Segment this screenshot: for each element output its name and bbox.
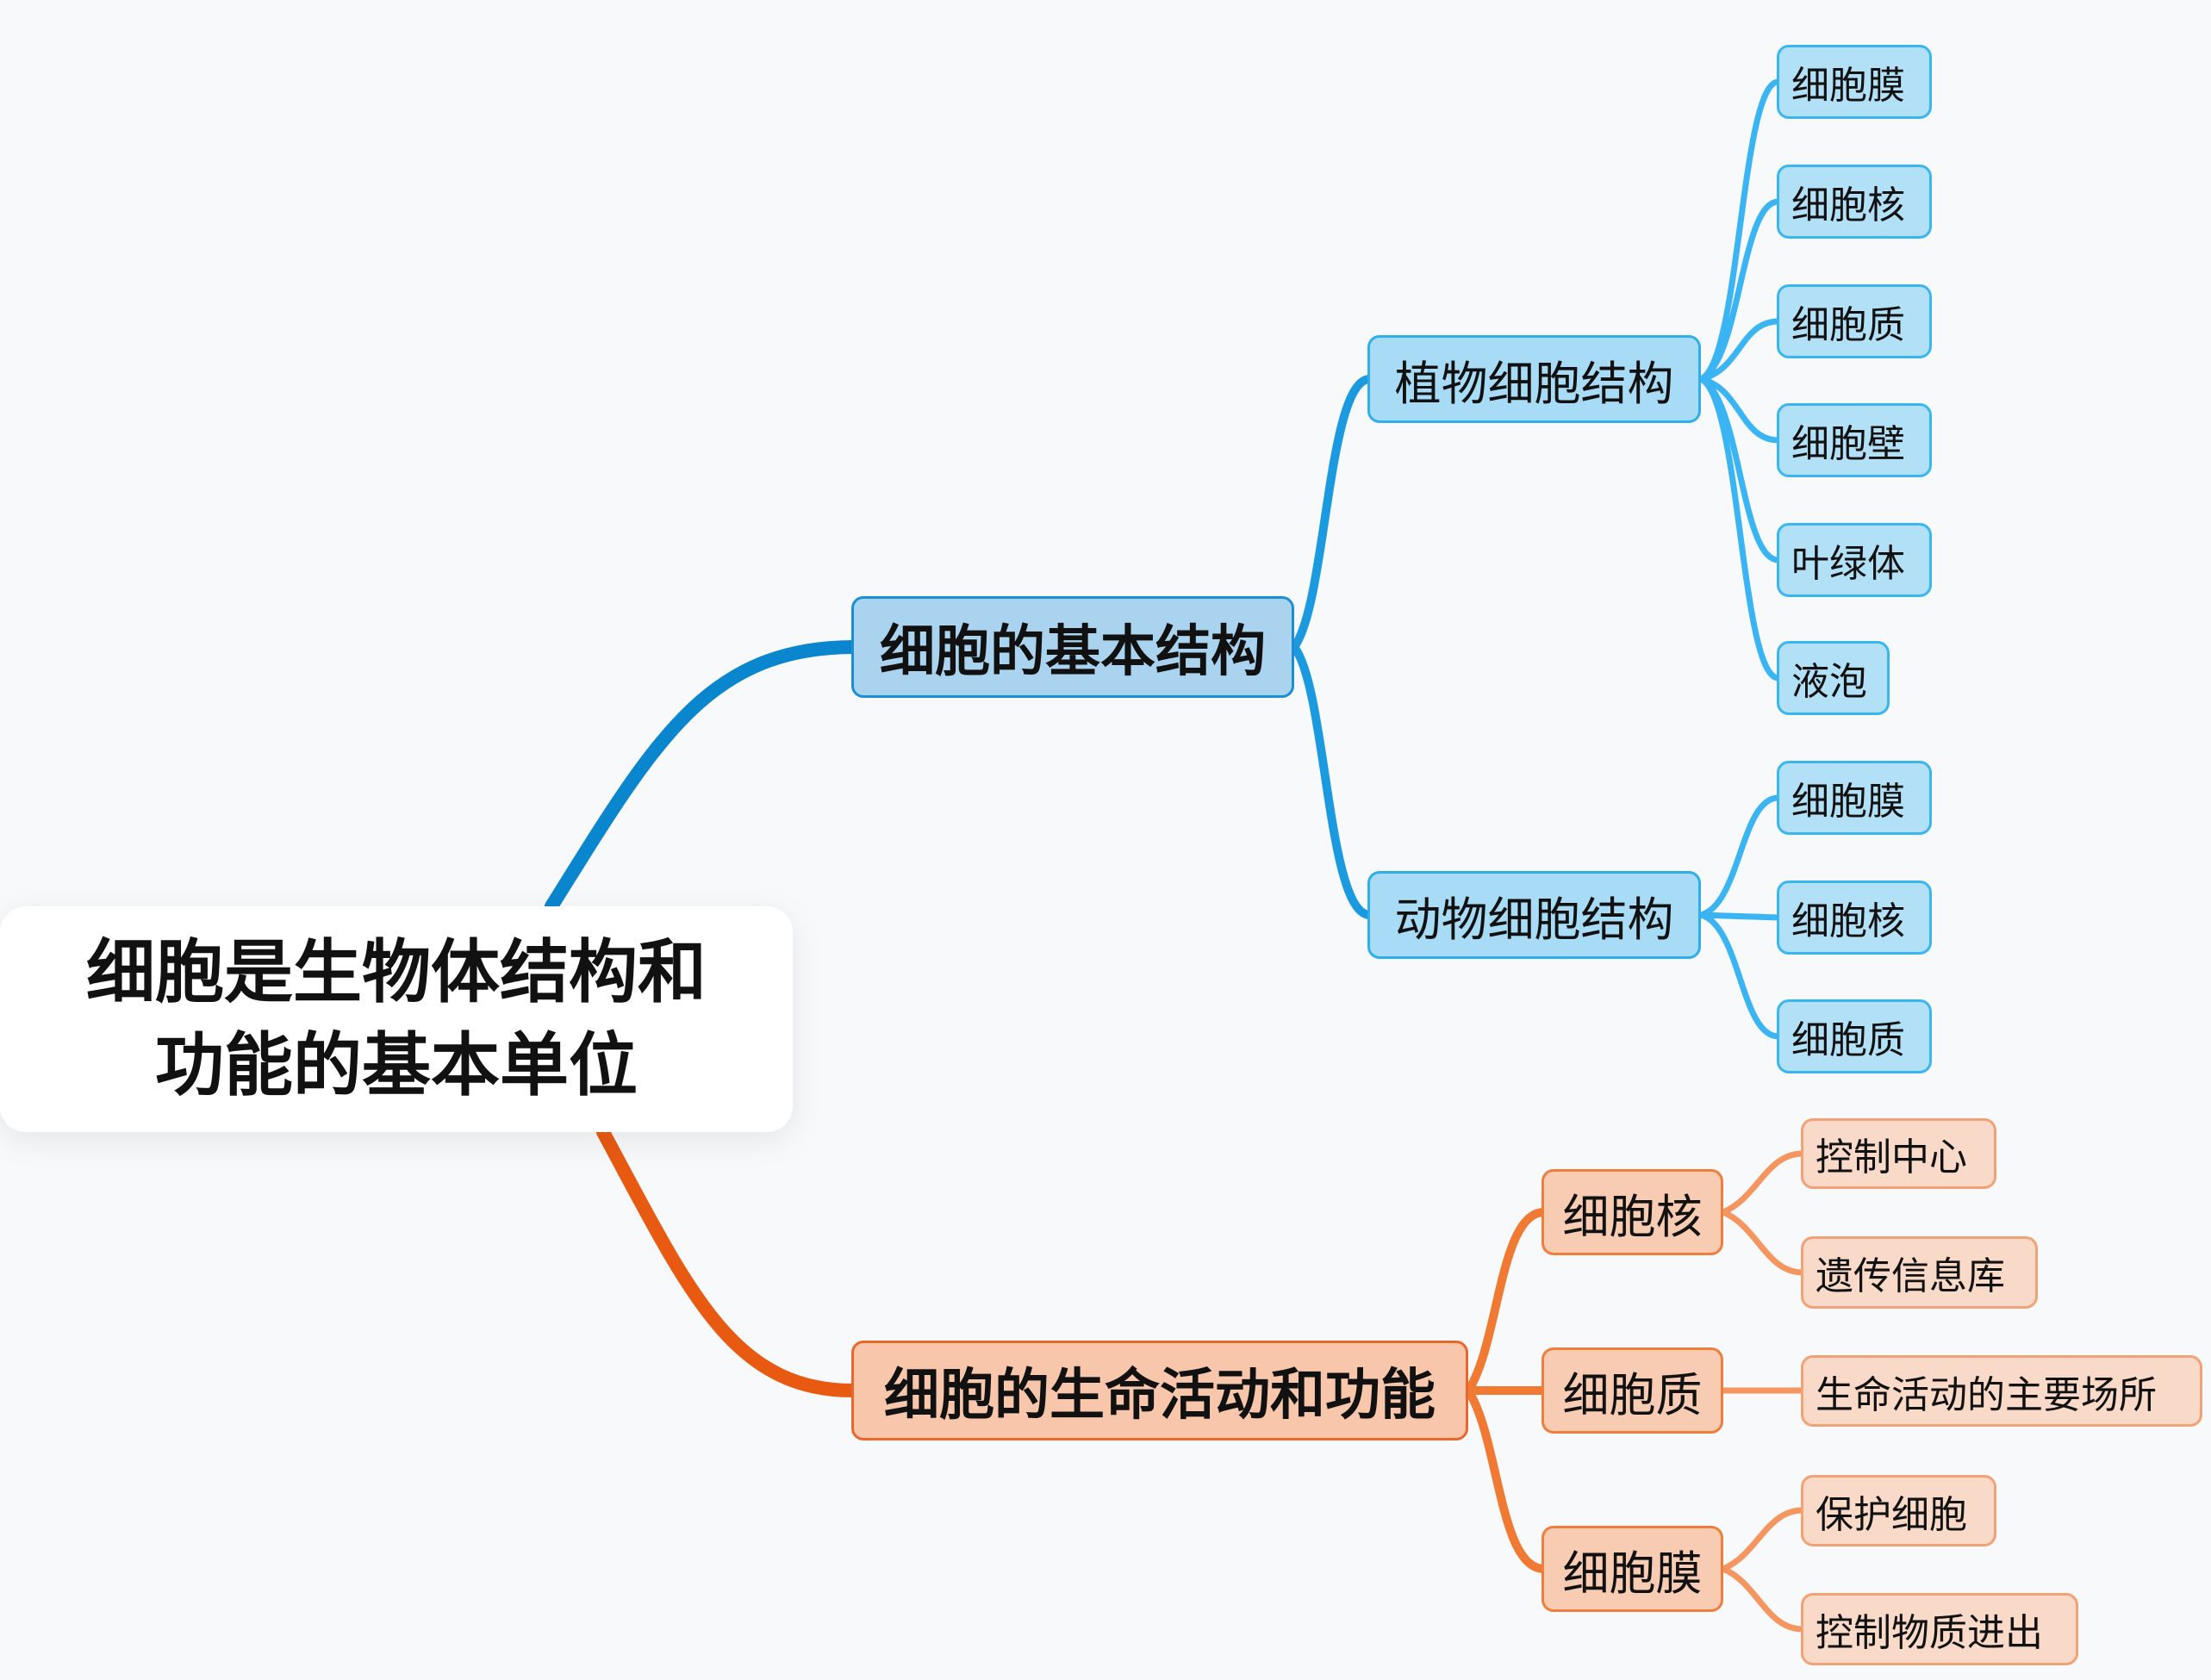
leaf-plant-nucleus[interactable]: 细胞核 <box>1777 165 1932 239</box>
link-membrane-leaf <box>1720 1565 1806 1633</box>
leaf-plant-cytoplasm[interactable]: 细胞质 <box>1777 284 1932 358</box>
leaf-animal-nucleus[interactable]: 细胞核 <box>1777 880 1932 955</box>
leaf-control-transport[interactable]: 控制物质进出 <box>1801 1593 2078 1665</box>
leaf-control-center[interactable]: 控制中心 <box>1801 1118 1996 1189</box>
topic-nucleus[interactable]: 细胞核 <box>1541 1169 1723 1255</box>
leaf-animal-cytoplasm[interactable]: 细胞质 <box>1777 999 1932 1073</box>
root-topic[interactable]: 细胞是生物体结构和 功能的基本单位 <box>0 906 793 1132</box>
link-nucleus-leaf <box>1720 1150 1806 1216</box>
leaf-genetic-library[interactable]: 遗传信息库 <box>1801 1236 2038 1309</box>
link-structure-plant <box>1290 375 1374 651</box>
link-animal-leaf <box>1697 794 1782 918</box>
link-plant-leaf <box>1697 78 1782 383</box>
topic-cytoplasm[interactable]: 细胞质 <box>1541 1347 1723 1434</box>
leaf-protect-cell[interactable]: 保护细胞 <box>1801 1475 1996 1546</box>
link-plant-leaf <box>1697 318 1782 383</box>
leaf-plant-chloroplast[interactable]: 叶绿体 <box>1777 523 1932 597</box>
leaf-plant-vacuole[interactable]: 液泡 <box>1777 641 1890 715</box>
link-root-structure <box>545 640 860 913</box>
root-topic-line2: 功能的基本单位 <box>155 1025 638 1105</box>
link-plant-leaf <box>1697 376 1782 444</box>
topic-basic-structure[interactable]: 细胞的基本结构 <box>851 596 1294 698</box>
link-nucleus-leaf <box>1720 1209 1806 1276</box>
link-animal-leaf <box>1697 912 1782 921</box>
leaf-animal-membrane[interactable]: 细胞膜 <box>1777 761 1932 835</box>
link-root-function <box>596 1125 860 1397</box>
link-plant-leaf <box>1697 198 1782 383</box>
leaf-plant-cell-wall[interactable]: 细胞壁 <box>1777 403 1932 477</box>
link-membrane-leaf <box>1720 1507 1806 1572</box>
topic-animal-cell[interactable]: 动物细胞结构 <box>1367 871 1701 959</box>
link-function-membrane <box>1464 1386 1548 1573</box>
topic-membrane[interactable]: 细胞膜 <box>1541 1526 1723 1612</box>
leaf-plant-membrane[interactable]: 细胞膜 <box>1777 45 1932 119</box>
link-animal-leaf <box>1697 912 1782 1040</box>
link-function-nucleus <box>1464 1208 1548 1395</box>
link-plant-leaf <box>1697 376 1782 681</box>
leaf-main-site[interactable]: 生命活动的主要场所 <box>1801 1355 2202 1427</box>
link-structure-animal <box>1290 643 1374 919</box>
topic-life-activities[interactable]: 细胞的生命活动和功能 <box>851 1341 1468 1440</box>
topic-plant-cell[interactable]: 植物细胞结构 <box>1367 335 1701 423</box>
root-topic-line1: 细胞是生物体结构和 <box>86 932 707 1012</box>
